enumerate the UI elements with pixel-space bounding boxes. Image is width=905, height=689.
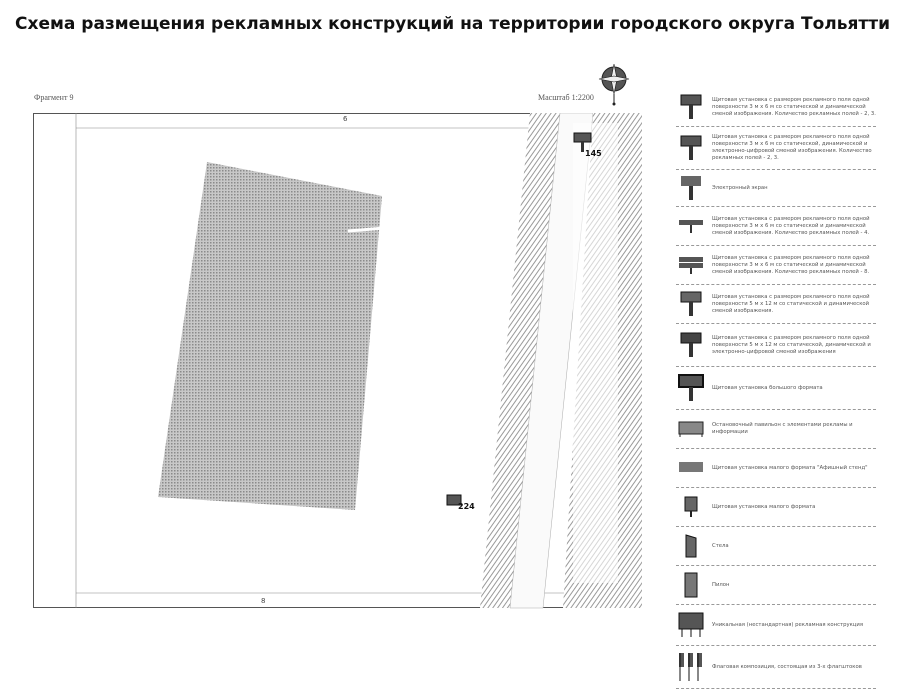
billboard-large-digital-icon: [676, 332, 706, 358]
marker-224[interactable]: 224: [446, 494, 475, 511]
legend-item: Щитовая установка большого формата: [676, 367, 876, 410]
road: [480, 113, 560, 608]
poster-stand-icon: [676, 461, 706, 475]
legend-text: Уникальная (нестандартная) рекламная кон…: [712, 621, 864, 628]
legend-item: Щитовая установка с размером рекламного …: [676, 324, 876, 367]
compass-rose-icon: [598, 63, 630, 106]
fragment-label: Фрагмент 9: [34, 93, 74, 102]
map-label-bottom: 8: [261, 597, 265, 605]
legend-text: Пилон: [712, 581, 730, 588]
page-title: Схема размещения рекламных конструкций н…: [15, 14, 890, 34]
path: [347, 223, 424, 233]
billboard-icon: [676, 94, 706, 120]
legend-text: Щитовая установка с размером рекламного …: [712, 254, 870, 275]
flag-composition-icon: [676, 652, 706, 682]
legend-item: Щитовая установка с размером рекламного …: [676, 285, 876, 324]
legend-item: Пилон: [676, 566, 876, 605]
pylon-icon: [676, 572, 706, 598]
big-format-icon: [676, 374, 706, 402]
map-label-top: 6: [343, 115, 348, 123]
road-lane: [509, 113, 594, 609]
legend-text: Щитовая установка малого формата "Афишны…: [712, 464, 868, 471]
scale-label: Масштаб 1:2200: [538, 93, 594, 102]
legend-item: Щитовая установка малого формата "Афишны…: [676, 449, 876, 488]
legend-item: Щитовая установка с размером рекламного …: [676, 246, 876, 285]
marker-145[interactable]: 145: [573, 132, 602, 158]
land-plot: [158, 162, 382, 510]
legend-text: Щитовая установка с размером рекламного …: [712, 334, 871, 355]
legend-text: Щитовая установка малого формата: [712, 503, 816, 510]
legend-item: Флаговая композиция, состоящая из 3-х фл…: [676, 646, 876, 689]
billboard-digital-icon: [676, 135, 706, 161]
electronic-screen-icon: [676, 175, 706, 201]
map-fragment[interactable]: 6 8 145 224: [33, 113, 643, 609]
legend-item: Остановочный павильон с элементами рекла…: [676, 410, 876, 449]
legend-text: Щитовая установка с размером рекламного …: [712, 215, 870, 236]
stele-icon: [676, 534, 706, 558]
legend-item: Электронный экран: [676, 170, 876, 207]
parcel: [573, 123, 618, 583]
legend-text: Стела: [712, 542, 729, 549]
legend-item: Щитовая установка с размером рекламного …: [676, 88, 876, 127]
legend-text: Флаговая композиция, состоящая из 3-х фл…: [712, 663, 862, 670]
legend-text: Щитовая установка большого формата: [712, 384, 823, 391]
bus-stop-icon: [676, 420, 706, 438]
legend-item: Щитовая установка с размером рекламного …: [676, 207, 876, 246]
billboard-large-icon: [676, 291, 706, 317]
legend-text: Щитовая установка с размером рекламного …: [712, 293, 870, 314]
unique-construction-icon: [676, 612, 706, 638]
small-billboard-icon: [676, 496, 706, 518]
legend-text: Электронный экран: [712, 184, 768, 191]
marker-label: 145: [585, 149, 602, 158]
marker-label: 224: [458, 502, 475, 511]
legend-text: Щитовая установка с размером рекламного …: [712, 96, 876, 117]
legend-text: Щитовая установка с размером рекламного …: [712, 134, 872, 161]
legend-item: Стела: [676, 527, 876, 566]
billboard-8-icon: [676, 256, 706, 274]
billboard-4-icon: [676, 218, 706, 234]
legend-item: Щитовая установка малого формата: [676, 488, 876, 527]
legend-text: Остановочный павильон с элементами рекла…: [712, 422, 853, 435]
legend-item: Щитовая установка с размером рекламного …: [676, 127, 876, 170]
legend: Щитовая установка с размером рекламного …: [676, 88, 876, 689]
